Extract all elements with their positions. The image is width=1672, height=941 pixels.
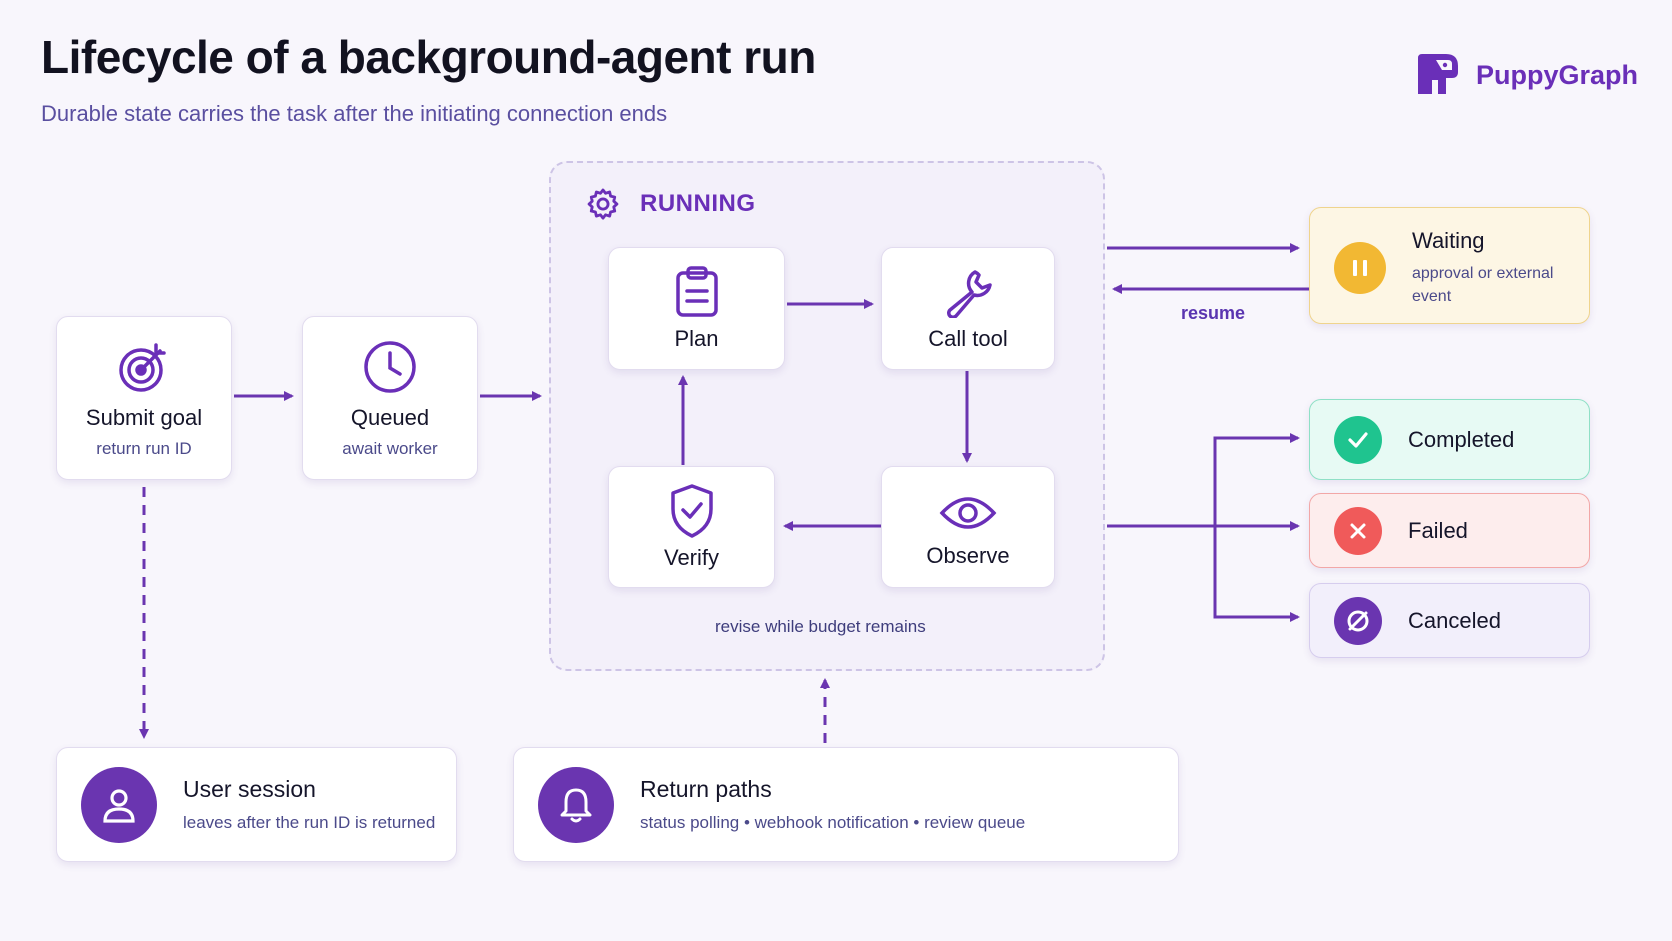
waiting-desc-line1: approval or external xyxy=(1412,265,1554,282)
x-icon xyxy=(1334,506,1382,555)
brand-logo: PuppyGraph xyxy=(1412,50,1638,100)
queued-sub: await worker xyxy=(342,439,438,458)
stage-queued: Queued await worker xyxy=(302,316,478,480)
user-icon xyxy=(81,766,157,843)
submit-goal-label: Submit goal xyxy=(85,405,203,430)
target-icon xyxy=(119,343,166,392)
eye-icon xyxy=(939,497,997,529)
status-waiting: Waiting approval or external event xyxy=(1309,207,1590,324)
user-session-desc: leaves after the run ID is returned xyxy=(183,813,436,832)
cancel-icon xyxy=(1334,596,1382,645)
failed-label: Failed xyxy=(1408,517,1468,543)
arrow-to-canceled xyxy=(1213,526,1300,622)
arrow-to-completed xyxy=(1213,433,1300,526)
stage-plan: Plan xyxy=(608,247,785,370)
stage-verify: Verify xyxy=(608,466,775,588)
check-icon xyxy=(1334,415,1382,464)
user-session-card: User session leaves after the run ID is … xyxy=(56,747,457,862)
queued-label: Queued xyxy=(350,405,430,430)
puppygraph-logo-icon xyxy=(1418,54,1458,94)
stage-observe: Observe xyxy=(881,466,1055,588)
stage-submit-goal: Submit goal return run ID xyxy=(56,316,232,480)
verify-label: Verify xyxy=(663,545,720,570)
clock-icon xyxy=(364,341,416,393)
waiting-title: Waiting xyxy=(1412,228,1485,253)
page-subtitle: Durable state carries the task after the… xyxy=(41,101,668,126)
bell-icon xyxy=(538,766,614,843)
brand-name: PuppyGraph xyxy=(1476,59,1639,90)
shield-check-icon xyxy=(670,484,713,538)
completed-label: Completed xyxy=(1408,426,1515,452)
status-canceled: Canceled xyxy=(1309,583,1590,658)
resume-label: resume xyxy=(1181,303,1246,323)
waiting-desc-line2: event xyxy=(1412,288,1452,305)
user-session-title: User session xyxy=(183,776,316,802)
loop-note: revise while budget remains xyxy=(715,617,926,636)
call-tool-label: Call tool xyxy=(928,326,1008,351)
page-title: Lifecycle of a background-agent run xyxy=(41,31,816,83)
canceled-label: Canceled xyxy=(1408,607,1501,633)
clipboard-icon xyxy=(675,266,718,317)
plan-label: Plan xyxy=(674,326,719,351)
return-paths-card: Return paths status polling • webhook no… xyxy=(513,747,1179,862)
status-completed: Completed xyxy=(1309,399,1590,480)
status-failed: Failed xyxy=(1309,493,1590,568)
return-paths-desc: status polling • webhook notification • … xyxy=(640,813,1026,832)
wrench-icon xyxy=(947,270,992,318)
return-paths-title: Return paths xyxy=(640,776,772,802)
submit-goal-sub: return run ID xyxy=(96,439,192,458)
running-label: RUNNING xyxy=(640,190,756,217)
stage-call-tool: Call tool xyxy=(881,247,1055,370)
gear-icon xyxy=(587,188,619,220)
pause-icon xyxy=(1334,242,1386,294)
observe-label: Observe xyxy=(926,543,1010,568)
